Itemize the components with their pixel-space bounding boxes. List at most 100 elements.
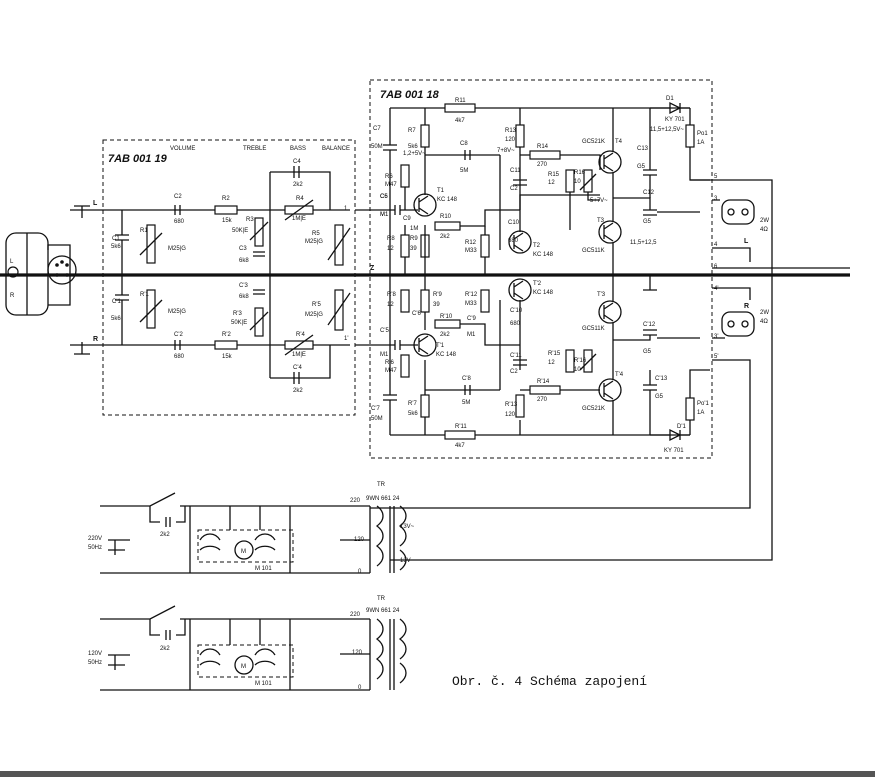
c8p-label: C'8: [462, 376, 471, 382]
speaker-left-label: L: [744, 238, 749, 245]
r7p-value: 5k6: [408, 411, 418, 417]
r11p-label: R'11: [455, 424, 467, 430]
c1-value: 5k6: [111, 244, 121, 250]
r3-label: R3: [246, 217, 254, 223]
out-pin5: 5: [714, 174, 718, 180]
po1p-value: 1A: [697, 410, 704, 416]
r10p-label: R'10: [440, 314, 453, 320]
tr1-tap0: 0: [358, 569, 362, 575]
speaker-right-label: R: [744, 303, 749, 310]
mains1-voltage: 220V: [88, 536, 102, 542]
po1-label: Po1: [697, 131, 708, 137]
c1-label: C1: [112, 236, 120, 242]
c7p-label: C'7: [371, 406, 380, 412]
preamp-block-code: 7AB 001 19: [108, 153, 168, 165]
r6p-label: R'6: [385, 360, 394, 366]
c4-label: C4: [293, 159, 301, 165]
d1-voltage: 11,5+12,5V~: [650, 127, 684, 133]
input-grounds: L R: [74, 200, 98, 355]
tr1-sec2: 13V~: [400, 558, 415, 564]
c13p-value: G5: [655, 394, 664, 400]
mains2-freq: 50Hz: [88, 660, 102, 666]
t2-type: KC 148: [533, 252, 554, 258]
r12p-label: R'12: [465, 292, 478, 298]
power-supply-120: 220 TR 9WN 661 24 120 0 120V 50Hz 2k2 M …: [88, 596, 407, 691]
r11-label: R11: [455, 98, 466, 104]
r6p-value: M47: [385, 368, 397, 374]
motor2-label: M: [241, 664, 246, 670]
tr2-tap120: 120: [352, 650, 363, 656]
d1p-type: KY 701: [664, 448, 684, 454]
c10p-value: 680: [510, 321, 521, 327]
r9p-label: R'9: [433, 292, 442, 298]
c8-value: 5M: [460, 168, 468, 174]
c11-value: C2: [510, 186, 518, 192]
r1-value: M25|G: [168, 246, 186, 252]
c9p-label: C'9: [467, 316, 476, 322]
c3p-label: C'3: [239, 283, 248, 289]
r7-label: R7: [408, 128, 416, 134]
r8p-label: R'8: [387, 292, 396, 298]
c10-value: 680: [508, 238, 519, 244]
d1-label: D1: [666, 96, 674, 102]
c9p-value: M1: [467, 332, 476, 338]
r5-value: M25|G: [305, 239, 323, 245]
t2-symbol: [508, 230, 532, 254]
c12p-label: C'12: [643, 322, 656, 328]
r10-value: 2k2: [440, 234, 450, 240]
out-pin4p: 4': [714, 286, 718, 292]
t3-symbol: [598, 220, 622, 244]
d1p-label: D'1: [677, 424, 686, 430]
scan-edge-bar: [0, 771, 875, 777]
r14-label: R14: [537, 144, 549, 150]
out-pin4: 4: [714, 242, 718, 248]
out-pin3p: 3': [714, 334, 718, 340]
t3-type: GC511K: [582, 248, 605, 254]
power-amp-block: 7AB 001 18: [355, 79, 713, 459]
balance-label: BALANCE: [322, 146, 350, 152]
tr1-code: 9WN 661 24: [366, 496, 400, 502]
r10p-value: 2k2: [440, 332, 450, 338]
c3p-value: 6k8: [239, 294, 249, 300]
c11-label: C11: [510, 168, 521, 174]
motor1-label: M: [241, 549, 246, 555]
c12-label: C12: [643, 190, 655, 196]
r8-label: R8: [387, 236, 395, 242]
ps1-cap: 2k2: [160, 532, 170, 538]
out-pin5p: 5': [714, 354, 718, 360]
c7-value: 50M: [371, 144, 383, 150]
c5p-label: C'5: [380, 328, 389, 334]
r1p-label: R'1: [140, 292, 149, 298]
t4-type: GC521K: [582, 139, 605, 145]
r15p-label: R'15: [548, 351, 561, 357]
tr2-tap220: 220: [350, 612, 361, 618]
bass-label: BASS: [290, 146, 306, 152]
r6-value: M47: [385, 182, 397, 188]
c8-label: C8: [460, 141, 468, 147]
motor1-type: M 101: [255, 566, 272, 572]
r7-value: 5k6: [408, 144, 418, 150]
tr1-label: TR: [377, 482, 386, 488]
tr1-tap220: 220: [350, 498, 361, 504]
r2p-value: 15k: [222, 354, 233, 360]
c1p-value: 5k6: [111, 316, 121, 322]
t3p-type: GC511K: [582, 326, 605, 332]
t3-voltage: 5+7V~: [590, 198, 608, 204]
r3-value: 50K|E: [232, 228, 248, 234]
c4p-value: 2k2: [293, 388, 303, 394]
r16p-label: R'16: [574, 358, 587, 364]
d1p-diode: [650, 428, 690, 442]
tr2-label: TR: [377, 596, 386, 602]
c9-value: 1M: [410, 226, 418, 232]
r7-voltage: 1,2+5V~: [403, 151, 426, 157]
po1p-label: Po'1: [697, 401, 709, 407]
t2p-label: T'2: [533, 281, 542, 287]
c1p-label: C'1: [112, 299, 121, 305]
r3p-label: R'3: [233, 311, 242, 317]
t3p-label: T'3: [597, 292, 606, 298]
power-supply-220: 220 TR 9WN 661 24 120 0 13V~ 13V~ 220V 5…: [88, 482, 415, 575]
ground-label: Z: [370, 265, 375, 272]
r9p-value: 39: [433, 302, 440, 308]
r13-voltage: 7+8V~: [497, 148, 515, 154]
c5-label: C5: [380, 194, 388, 200]
